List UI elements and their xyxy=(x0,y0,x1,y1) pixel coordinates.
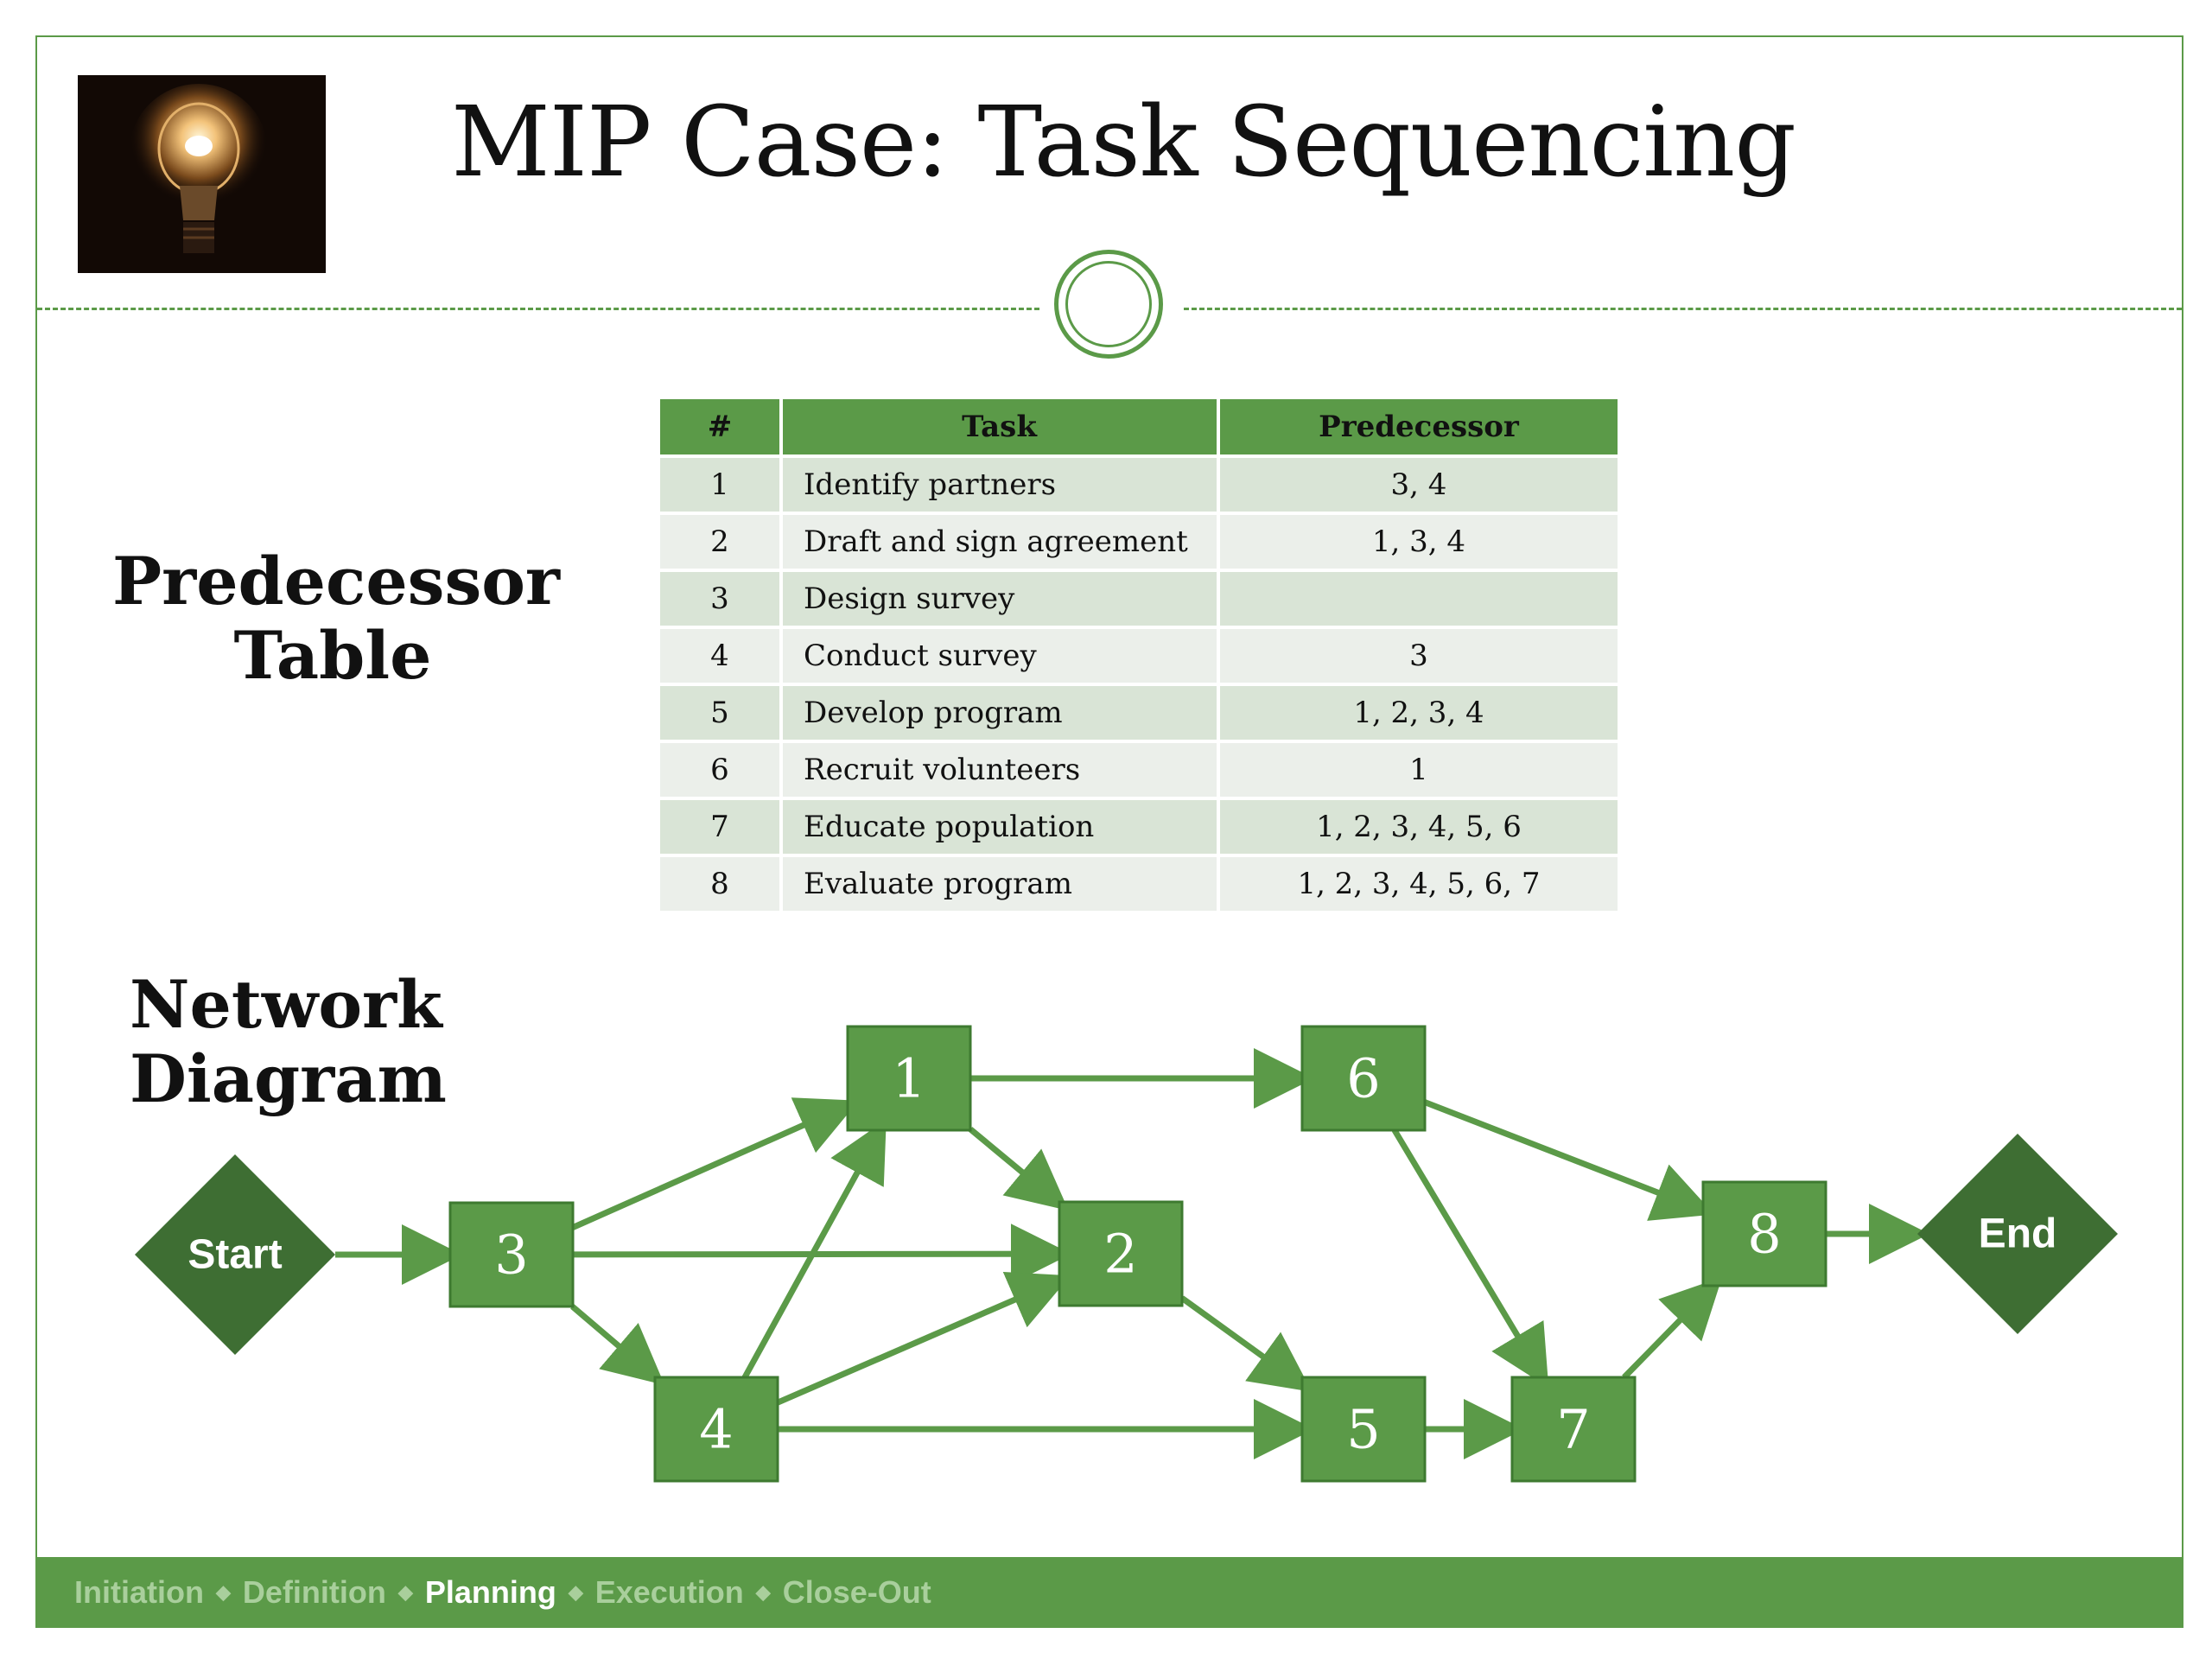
label-line-2: Table xyxy=(233,617,432,694)
title-divider-right xyxy=(1184,308,2182,310)
cell-task: Develop program xyxy=(783,686,1217,740)
header-task: Task xyxy=(783,399,1217,454)
cell-number: 7 xyxy=(660,800,779,854)
phase-execution: Execution xyxy=(594,1574,744,1610)
node-3: 3 xyxy=(448,1201,575,1308)
label-line-2: Diagram xyxy=(130,1040,447,1117)
node-label: 3 xyxy=(494,1224,528,1287)
node-label: 6 xyxy=(1346,1047,1380,1110)
cell-task: Draft and sign agreement xyxy=(783,515,1217,569)
cell-predecessor xyxy=(1220,572,1618,626)
edge-3-to-1 xyxy=(571,1097,859,1230)
cell-number: 4 xyxy=(660,629,779,683)
edge-4-to-1 xyxy=(741,1119,887,1379)
edge-4-to-2 xyxy=(776,1271,1071,1406)
table-row: 1 Identify partners 3, 4 xyxy=(660,458,1618,512)
slide-title: MIP Case: Task Sequencing xyxy=(451,86,1796,199)
phase-planning: Planning xyxy=(424,1574,556,1610)
cell-task: Identify partners xyxy=(783,458,1217,512)
node-5: 5 xyxy=(1300,1376,1427,1483)
node-shape xyxy=(653,1376,779,1483)
node-7: 7 xyxy=(1510,1376,1637,1483)
node-shape xyxy=(1917,1134,2118,1334)
node-6: 6 xyxy=(1300,1025,1427,1132)
cell-task: Conduct survey xyxy=(783,629,1217,683)
cell-number: 1 xyxy=(660,458,779,512)
cell-predecessor: 1, 2, 3, 4, 5, 6 xyxy=(1220,800,1618,854)
node-label: 7 xyxy=(1556,1398,1590,1461)
light-bulb-image xyxy=(78,75,326,273)
header-number: # xyxy=(660,399,779,454)
phase-initiation: Initiation xyxy=(74,1574,204,1610)
node-label: 2 xyxy=(1103,1223,1137,1286)
phase-definition: Definition xyxy=(242,1574,386,1610)
node-1: 1 xyxy=(846,1025,972,1132)
label-line-1: Network xyxy=(130,966,442,1043)
node-label: End xyxy=(1979,1211,2057,1257)
cell-predecessor: 1 xyxy=(1220,743,1618,797)
node-label: 8 xyxy=(1747,1203,1781,1266)
table-row: 5 Develop program 1, 2, 3, 4 xyxy=(660,686,1618,740)
edge-6-to-7 xyxy=(1391,1128,1549,1389)
phase-close-out: Close-Out xyxy=(782,1574,931,1610)
table-row: 3 Design survey xyxy=(660,572,1618,626)
node-shape xyxy=(1701,1180,1827,1287)
edge-3-to-4 xyxy=(570,1304,665,1386)
table-row: 7 Educate population 1, 2, 3, 4, 5, 6 xyxy=(660,800,1618,854)
table-row: 8 Evaluate program 1, 2, 3, 4, 5, 6, 7 xyxy=(660,857,1618,911)
node-start: Start xyxy=(135,1154,335,1355)
cell-number: 8 xyxy=(660,857,779,911)
divider-ring-icon xyxy=(1054,250,1163,359)
node-4: 4 xyxy=(653,1376,779,1483)
footer-phase-bar: Initiation ◆ Definition ◆ Planning ◆ Execution… xyxy=(35,1557,2183,1628)
node-label: 4 xyxy=(699,1398,733,1461)
edge-3-to-2 xyxy=(572,1224,1071,1285)
cell-task: Design survey xyxy=(783,572,1217,626)
header-predecessor: Predecessor xyxy=(1220,399,1618,454)
cell-number: 5 xyxy=(660,686,779,740)
node-shape xyxy=(448,1201,575,1308)
cell-number: 2 xyxy=(660,515,779,569)
table-row: 4 Conduct survey 3 xyxy=(660,629,1618,683)
table-row: 2 Draft and sign agreement 1, 3, 4 xyxy=(660,515,1618,569)
title-divider-left xyxy=(37,308,1039,310)
node-end: End xyxy=(1917,1134,2118,1334)
node-shape xyxy=(1510,1376,1637,1483)
predecessor-table-label: Predecessor Table xyxy=(112,543,560,694)
network-diagram-label: Network Diagram xyxy=(130,968,501,1116)
node-shape xyxy=(1058,1200,1184,1307)
node-label: Start xyxy=(188,1232,282,1278)
node-shape xyxy=(1300,1025,1427,1132)
node-8: 8 xyxy=(1701,1180,1827,1287)
cell-predecessor: 3 xyxy=(1220,629,1618,683)
predecessor-table: # Task Predecessor 1 Identify partners 3… xyxy=(657,396,1621,914)
cell-number: 6 xyxy=(660,743,779,797)
node-shape xyxy=(135,1154,335,1355)
cell-number: 3 xyxy=(660,572,779,626)
table-row: 6 Recruit volunteers 1 xyxy=(660,743,1618,797)
edge-1-to-2 xyxy=(968,1127,1069,1211)
edge-7-to-8 xyxy=(1622,1276,1723,1380)
table-header-row: # Task Predecessor xyxy=(660,399,1618,454)
node-shape xyxy=(846,1025,972,1132)
phase-separator-icon: ◆ xyxy=(755,1581,771,1603)
phase-separator-icon: ◆ xyxy=(568,1581,583,1603)
cell-predecessor: 3, 4 xyxy=(1220,458,1618,512)
node-2: 2 xyxy=(1058,1200,1184,1307)
cell-predecessor: 1, 2, 3, 4, 5, 6, 7 xyxy=(1220,857,1618,911)
node-label: 5 xyxy=(1346,1398,1380,1461)
phase-separator-icon: ◆ xyxy=(215,1581,231,1603)
phase-separator-icon: ◆ xyxy=(397,1581,413,1603)
node-label: 1 xyxy=(892,1047,925,1110)
edge-2-to-5 xyxy=(1179,1295,1313,1392)
label-line-1: Predecessor xyxy=(112,543,560,620)
cell-predecessor: 1, 2, 3, 4 xyxy=(1220,686,1618,740)
edge-6-to-8 xyxy=(1423,1099,1715,1221)
cell-task: Educate population xyxy=(783,800,1217,854)
cell-predecessor: 1, 3, 4 xyxy=(1220,515,1618,569)
node-shape xyxy=(1300,1376,1427,1483)
cell-task: Evaluate program xyxy=(783,857,1217,911)
cell-task: Recruit volunteers xyxy=(783,743,1217,797)
